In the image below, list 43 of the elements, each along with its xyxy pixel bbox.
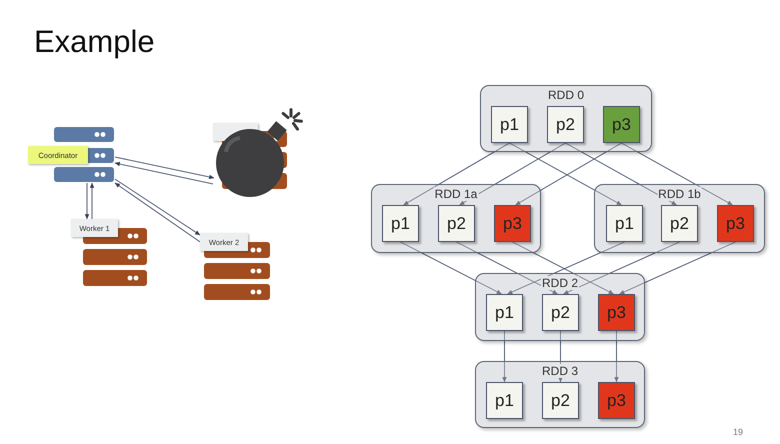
arrow bbox=[619, 242, 736, 294]
partition-box: p3 bbox=[494, 205, 531, 242]
arrow bbox=[563, 242, 680, 294]
rdd-container bbox=[475, 361, 645, 428]
arrow bbox=[114, 156, 214, 180]
arrow bbox=[114, 178, 200, 236]
page-number: 19 bbox=[733, 427, 744, 437]
partition-box: p2 bbox=[438, 205, 475, 242]
partition-box: p3 bbox=[603, 106, 640, 143]
rdd-title: RDD 1b bbox=[657, 187, 702, 201]
rdd-title: RDD 2 bbox=[541, 276, 579, 290]
arrow bbox=[403, 142, 510, 206]
arrow bbox=[114, 182, 200, 242]
partition-box: p2 bbox=[547, 106, 584, 143]
arrow bbox=[84, 182, 90, 220]
partition-box: p1 bbox=[491, 106, 528, 143]
partition-box: p3 bbox=[598, 382, 635, 419]
partition-box: p1 bbox=[606, 205, 643, 242]
rdd-title: RDD 1a bbox=[434, 187, 478, 201]
partition-box: p1 bbox=[486, 294, 523, 331]
arrow bbox=[114, 162, 214, 184]
rdd-title: RDD 0 bbox=[547, 88, 585, 102]
partition-box: p2 bbox=[542, 294, 579, 331]
arrow bbox=[614, 330, 619, 382]
rdd-container bbox=[475, 273, 645, 341]
partition-box: p2 bbox=[542, 382, 579, 419]
rdd-title: RDD 3 bbox=[541, 364, 579, 378]
arrow bbox=[456, 242, 558, 294]
arrow bbox=[90, 182, 94, 220]
arrow bbox=[565, 142, 677, 206]
arrow bbox=[621, 142, 733, 206]
partition-box: p2 bbox=[661, 205, 698, 242]
partition-box: p1 bbox=[382, 205, 419, 242]
arrow bbox=[459, 142, 566, 206]
partition-box: p1 bbox=[486, 382, 523, 419]
arrow bbox=[502, 330, 507, 382]
partition-box: p3 bbox=[717, 205, 754, 242]
rdd-container bbox=[594, 184, 765, 253]
rdd-container bbox=[371, 184, 541, 253]
arrow bbox=[400, 242, 502, 294]
slide-title: Example bbox=[34, 24, 155, 60]
rdd-container bbox=[480, 85, 652, 152]
partition-box: p3 bbox=[598, 294, 635, 331]
